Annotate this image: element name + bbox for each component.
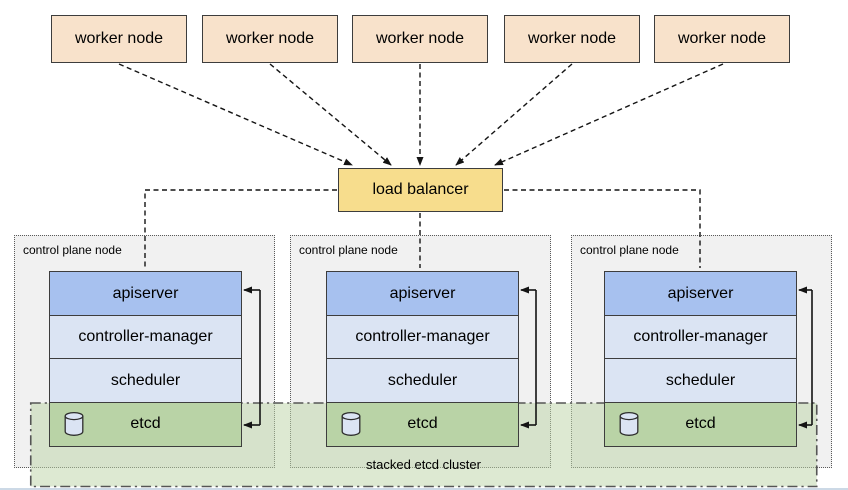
database-cylinder-icon <box>64 411 84 436</box>
component-label: apiserver <box>667 284 734 302</box>
component-label: etcd <box>407 415 438 432</box>
worker-node-label: worker node <box>375 30 465 47</box>
component-label: scheduler <box>110 371 181 389</box>
database-cylinder-icon <box>341 411 361 436</box>
component-label: scheduler <box>387 371 458 389</box>
stacked-etcd-cluster-label: stacked etcd cluster <box>366 457 481 472</box>
worker-node-label: worker node <box>74 30 164 47</box>
control-plane-stack-2: apiserver controller-manager scheduler e… <box>326 271 519 447</box>
apiserver-box: apiserver <box>604 271 797 316</box>
load-balancer-label: load balancer <box>372 181 469 198</box>
control-plane-node-label: control plane node <box>23 243 122 257</box>
component-label: controller-manager <box>633 328 768 345</box>
load-balancer-box: load balancer <box>338 168 503 212</box>
component-label: controller-manager <box>355 328 490 345</box>
component-label: apiserver <box>112 284 179 302</box>
worker-node-label: worker node <box>225 30 315 47</box>
component-label: controller-manager <box>78 328 213 345</box>
controller-manager-box: controller-manager <box>326 314 519 360</box>
controller-manager-box: controller-manager <box>49 314 242 360</box>
apiserver-box: apiserver <box>326 271 519 316</box>
database-cylinder-icon <box>619 411 639 436</box>
scheduler-box: scheduler <box>604 358 797 403</box>
scheduler-box: scheduler <box>49 358 242 403</box>
component-label: scheduler <box>665 371 736 389</box>
control-plane-stack-1: apiserver controller-manager scheduler e… <box>49 271 242 447</box>
etcd-box: etcd <box>49 401 242 447</box>
controller-manager-box: controller-manager <box>604 314 797 360</box>
worker-node-box-2: worker node <box>202 15 338 63</box>
apiserver-box: apiserver <box>49 271 242 316</box>
etcd-box: etcd <box>326 401 519 447</box>
worker-node-box-3: worker node <box>352 15 488 63</box>
etcd-box: etcd <box>604 401 797 447</box>
worker-node-box-1: worker node <box>51 15 187 63</box>
worker-node-label: worker node <box>677 30 767 47</box>
scheduler-box: scheduler <box>326 358 519 403</box>
component-label: apiserver <box>389 284 456 302</box>
page-bottom-edge <box>0 488 848 490</box>
worker-node-box-4: worker node <box>504 15 640 63</box>
component-label: etcd <box>130 415 161 432</box>
worker-node-label: worker node <box>527 30 617 47</box>
worker-node-box-5: worker node <box>654 15 790 63</box>
component-label: etcd <box>685 415 716 432</box>
control-plane-stack-3: apiserver controller-manager scheduler e… <box>604 271 797 447</box>
